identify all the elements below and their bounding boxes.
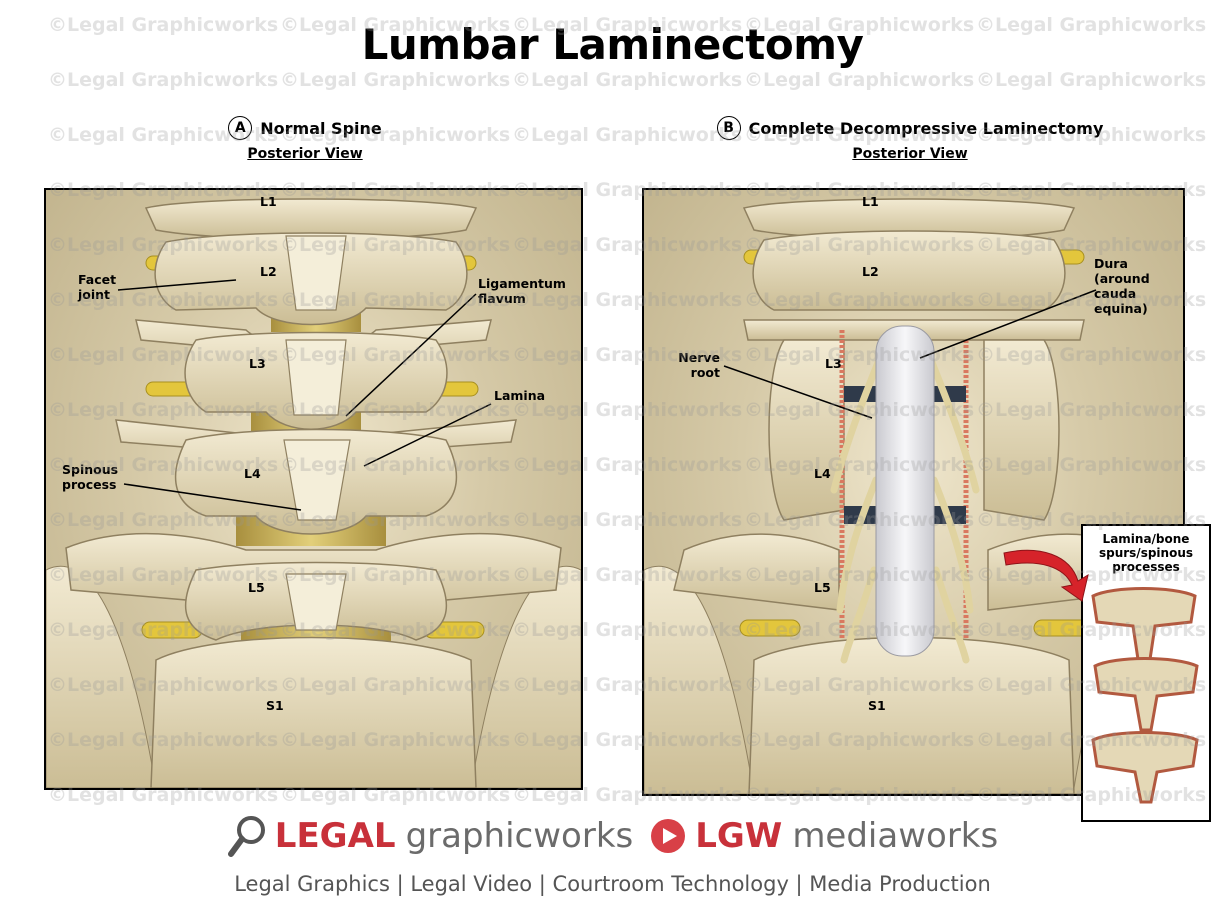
leader-ligamentum-flavum xyxy=(345,293,477,417)
panel-b-heading: Complete Decompressive Laminectomy xyxy=(748,118,1104,138)
leader-lamina xyxy=(363,403,492,467)
footer-tagline: Legal Graphics | Legal Video | Courtroom… xyxy=(234,872,991,896)
label-b-l4: L4 xyxy=(814,466,831,481)
panel-a-subheading: Posterior View xyxy=(247,146,363,162)
leader-facet-joint xyxy=(117,279,237,291)
footer-brand: LEGAL graphicworks LGW mediaworks xyxy=(0,814,1225,858)
brand-legal: LEGAL xyxy=(274,816,396,856)
panel-a-heading: Normal Spine xyxy=(260,118,382,138)
callout-facet-joint: Facet joint xyxy=(78,272,117,302)
removed-bone-inset: Lamina/bone spurs/spinous processes xyxy=(1081,524,1211,822)
left-ilium xyxy=(46,565,157,788)
play-logo-icon xyxy=(651,819,686,853)
removed-lamina-3 xyxy=(1091,731,1199,804)
removed-lamina-2 xyxy=(1093,657,1199,732)
label-l1: L1 xyxy=(260,194,277,209)
red-arrow-icon xyxy=(1003,549,1089,602)
magnifier-logo-icon xyxy=(227,816,265,857)
panel-b-subheading: Posterior View xyxy=(852,146,968,162)
spinous-l5 xyxy=(285,573,347,631)
label-b-l5: L5 xyxy=(814,580,831,595)
diagram-title: Lumbar Laminectomy xyxy=(361,20,864,69)
callout-lamina: Lamina xyxy=(494,388,546,403)
label-s1: S1 xyxy=(266,698,284,713)
callout-ligamentum-flavum: Ligamentum flavum xyxy=(478,276,566,306)
panel-b-header: B Complete Decompressive Laminectomy Pos… xyxy=(680,116,1140,162)
watermark-text: ©Legal Graphicworks xyxy=(744,69,975,91)
callout-spinous-process: Spinous process xyxy=(62,462,119,492)
panel-a-illustration: L1 L2 L3 L4 L5 S1 Facet joint Ligamentum… xyxy=(44,188,583,790)
panel-b-illustration: L1 L2 L3 L4 L5 S1 Dura (around cauda equ… xyxy=(642,188,1185,796)
label-b-s1: S1 xyxy=(868,698,886,713)
watermark-text: ©Legal Graphicworks xyxy=(280,69,511,91)
watermark-text: ©Legal Graphicworks xyxy=(512,69,743,91)
label-l4: L4 xyxy=(244,466,261,481)
label-l3: L3 xyxy=(249,356,266,371)
callout-nerve-root: Nerve root xyxy=(678,350,720,380)
label-b-l2: L2 xyxy=(862,264,879,279)
label-b-l3: L3 xyxy=(825,356,842,371)
normal-spine-drawing xyxy=(46,198,581,788)
removed-lamina-1 xyxy=(1091,587,1197,668)
leader-dura xyxy=(919,289,1097,359)
panel-a-badge: A xyxy=(228,116,253,140)
label-l5: L5 xyxy=(248,580,265,595)
leader-spinous-process xyxy=(123,483,302,511)
right-ilium xyxy=(470,565,581,788)
dural-sac xyxy=(875,325,935,657)
watermark-text: ©Legal Graphicworks xyxy=(976,69,1207,91)
brand-graphicworks: graphicworks xyxy=(405,816,634,856)
panel-a-header: A Normal Spine Posterior View xyxy=(160,116,450,162)
spinous-l3 xyxy=(285,339,347,416)
removed-bone-drawing xyxy=(1091,587,1199,804)
spinous-l2 xyxy=(285,235,347,311)
leader-nerve-root xyxy=(723,365,873,419)
brand-lgw: LGW xyxy=(695,816,783,856)
label-l2: L2 xyxy=(260,264,277,279)
label-b-l1: L1 xyxy=(862,194,879,209)
panel-b-badge: B xyxy=(716,116,741,140)
sacrum-s1 xyxy=(150,636,477,788)
callout-dura: Dura (around cauda equina) xyxy=(1094,256,1150,316)
spinous-l4 xyxy=(283,439,351,521)
inset-label: Lamina/bone spurs/spinous processes xyxy=(1098,532,1194,575)
laminectomy-drawing xyxy=(644,198,1183,794)
watermark-text: ©Legal Graphicworks xyxy=(48,69,279,91)
brand-mediaworks: mediaworks xyxy=(792,816,999,856)
